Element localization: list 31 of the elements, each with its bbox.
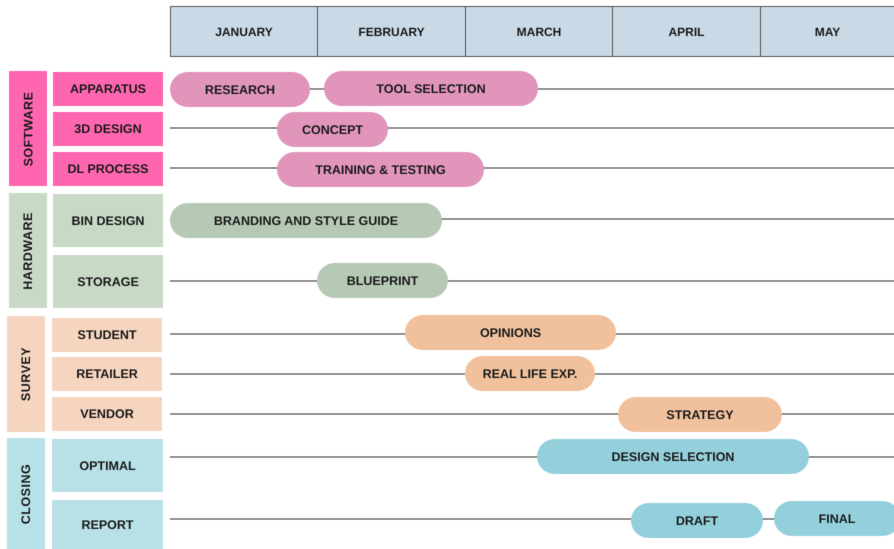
task-bar: DESIGN SELECTION	[537, 439, 809, 474]
task-bar: REAL LIFE EXP.	[465, 356, 595, 391]
task-bar: DRAFT	[631, 503, 763, 538]
task-bar: CONCEPT	[277, 112, 388, 147]
month-header: APRIL	[612, 6, 761, 57]
category-label: CLOSING	[7, 438, 45, 549]
month-header: JANUARY	[170, 6, 318, 57]
row-label: OPTIMAL	[52, 439, 163, 492]
task-bar: BLUEPRINT	[317, 263, 448, 298]
task-bar: RESEARCH	[170, 72, 310, 107]
month-header: MAY	[760, 6, 894, 57]
row-label: STUDENT	[52, 318, 162, 352]
task-bar: OPINIONS	[405, 315, 616, 350]
category-label: SOFTWARE	[9, 71, 47, 186]
category-label: HARDWARE	[9, 193, 47, 308]
month-header: MARCH	[465, 6, 613, 57]
task-bar: BRANDING AND STYLE GUIDE	[170, 203, 442, 238]
row-label: BIN DESIGN	[53, 194, 163, 247]
task-bar: FINAL	[774, 501, 894, 536]
row-label: RETAILER	[52, 357, 162, 391]
task-bar: TRAINING & TESTING	[277, 152, 484, 187]
task-bar: STRATEGY	[618, 397, 782, 432]
task-bar: TOOL SELECTION	[324, 71, 538, 106]
row-label: 3D DESIGN	[53, 112, 163, 146]
row-label: DL PROCESS	[53, 152, 163, 186]
row-label: STORAGE	[53, 255, 163, 308]
row-label: VENDOR	[52, 397, 162, 431]
row-label: REPORT	[52, 500, 163, 549]
month-header: FEBRUARY	[317, 6, 466, 57]
category-label: SURVEY	[7, 316, 45, 432]
row-label: APPARATUS	[53, 72, 163, 106]
